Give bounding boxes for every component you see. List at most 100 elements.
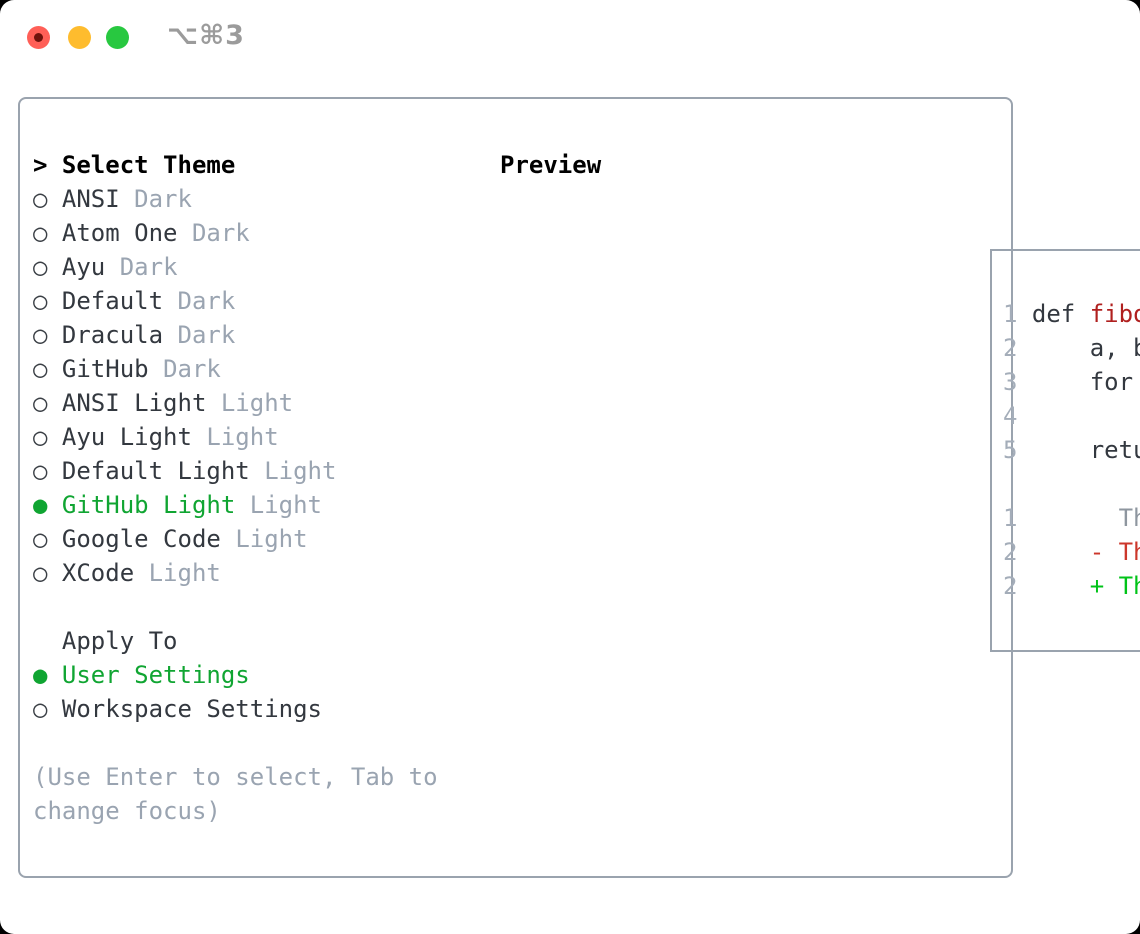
unsaved-changes-dot-icon — [34, 33, 43, 42]
theme-variant: Dark — [177, 321, 236, 349]
radio-icon: ○ — [33, 423, 48, 451]
theme-name: Default — [61, 287, 164, 315]
apply-to-heading: Apply To — [33, 624, 438, 658]
line-number: 2 — [1003, 538, 1018, 566]
code-line: 2 a, b = 0, 1 — [1003, 331, 1140, 365]
theme-option-default-light[interactable]: ○ Default Light Light — [33, 454, 438, 488]
code-token: for _ in — [1089, 368, 1134, 396]
theme-variant: Light — [249, 491, 322, 519]
theme-variant: Light — [220, 389, 294, 417]
diff-deleted-line: 2 - This line was deleted. — [1003, 535, 1140, 569]
theme-option-ayu-light[interactable]: ○ Ayu Light Light — [33, 420, 438, 454]
diff-context-line: 1 This is a context line. — [1003, 501, 1140, 535]
hint-text: (Use Enter to select, Tab to change focus… — [33, 760, 438, 828]
theme-list: ○ ANSI Dark○ Atom One Dark○ Ayu Dark○ De… — [33, 182, 438, 590]
hint-line-text: (Use Enter to select, Tab to — [33, 763, 438, 791]
theme-option-ansi-light[interactable]: ○ ANSI Light Light — [33, 386, 438, 420]
apply-option-label: Workspace Settings — [61, 695, 322, 723]
line-number: 1 — [1003, 504, 1018, 532]
theme-option-github[interactable]: ○ GitHub Dark — [33, 352, 438, 386]
apply-option-user-settings[interactable]: ● User Settings — [33, 658, 438, 692]
theme-option-ayu[interactable]: ○ Ayu Dark — [33, 250, 438, 284]
apply-to-heading-label: Apply To — [61, 627, 178, 655]
theme-name: ANSI — [61, 185, 120, 213]
theme-variant: Dark — [177, 287, 236, 315]
preview-panel: Preview 1 def fibonacci(n):2 a, b = 0, 1… — [500, 148, 1140, 652]
theme-option-google-code[interactable]: ○ Google Code Light — [33, 522, 438, 556]
theme-option-ansi[interactable]: ○ ANSI Dark — [33, 182, 438, 216]
theme-panel: > Select Theme ○ ANSI Dark○ Atom One Dar… — [33, 148, 438, 828]
radio-icon: ○ — [33, 287, 48, 315]
line-number: 2 — [1003, 334, 1018, 362]
theme-option-default[interactable]: ○ Default Dark — [33, 284, 438, 318]
hint-line: (Use Enter to select, Tab to — [33, 760, 438, 794]
theme-option-xcode[interactable]: ○ XCode Light — [33, 556, 438, 590]
radio-icon: ○ — [33, 389, 48, 417]
theme-variant: Dark — [163, 355, 221, 383]
cursor-prefix: > — [33, 151, 48, 179]
theme-name: XCode — [61, 559, 135, 587]
close-button[interactable] — [27, 26, 50, 49]
line-number: 2 — [1003, 572, 1018, 600]
theme-variant: Dark — [134, 185, 192, 213]
code-line: 4 a, b = b, a + b — [1003, 399, 1140, 433]
spacer — [33, 726, 438, 760]
line-number: 1 — [1003, 300, 1018, 328]
radio-icon: ○ — [33, 559, 48, 587]
theme-name: Ayu Light — [61, 423, 192, 451]
spacer — [33, 590, 438, 624]
zoom-button[interactable] — [106, 26, 129, 49]
theme-name: GitHub Light — [61, 491, 236, 519]
minimize-button[interactable] — [68, 26, 91, 49]
radio-icon: ○ — [33, 457, 48, 485]
theme-name: Atom One — [61, 219, 178, 247]
apply-option-workspace-settings[interactable]: ○ Workspace Settings — [33, 692, 438, 726]
theme-name: Default Light — [61, 457, 250, 485]
code-token: This is a context line. — [1118, 504, 1140, 532]
code-token: a, b = — [1089, 334, 1140, 362]
theme-option-github-light[interactable]: ● GitHub Light Light — [33, 488, 438, 522]
radio-icon: ○ — [33, 355, 48, 383]
window-title: ⌥⌘3 — [167, 20, 245, 51]
theme-name: Google Code — [61, 525, 221, 553]
theme-variant: Light — [148, 559, 221, 587]
radio-icon: ○ — [33, 321, 48, 349]
hint-line-text: change focus) — [33, 797, 221, 825]
radio-icon: ○ — [33, 525, 48, 553]
theme-variant: Dark — [119, 253, 178, 281]
theme-name: Ayu — [61, 253, 106, 281]
code-line: 5 return a — [1003, 433, 1140, 467]
code-block: 1 def fibonacci(n):2 a, b = 0, 13 for _ … — [1003, 297, 1140, 603]
radio-icon: ○ — [33, 253, 48, 281]
code-line: 1 def fibonacci(n): — [1003, 297, 1140, 331]
theme-variant: Light — [235, 525, 308, 553]
radio-icon: ○ — [33, 695, 48, 723]
code-line: 3 for _ in range(n): — [1003, 365, 1140, 399]
line-number: 5 — [1003, 436, 1018, 464]
theme-variant: Light — [264, 457, 337, 485]
code-token: a, b = b, a + b — [1032, 402, 1140, 430]
diff-added-line: 2 + This line was added. — [1003, 569, 1140, 603]
radio-icon: ○ — [33, 185, 48, 213]
line-number: 3 — [1003, 368, 1018, 396]
radio-icon: ○ — [33, 219, 48, 247]
preview-pane: 1 def fibonacci(n):2 a, b = 0, 13 for _ … — [990, 249, 1140, 652]
theme-name: GitHub — [61, 355, 149, 383]
preview-heading: Preview — [500, 151, 602, 179]
code-token: + This line was added. — [1089, 572, 1140, 600]
code-line — [1003, 467, 1140, 501]
code-token: def — [1031, 300, 1090, 328]
code-token: - This line was deleted. — [1089, 538, 1140, 566]
theme-name: ANSI Light — [61, 389, 207, 417]
select-theme-heading-label: Select Theme — [61, 151, 236, 179]
radio-icon: ● — [33, 491, 48, 519]
apply-option-label: User Settings — [61, 661, 250, 689]
code-token: fibonacci — [1089, 300, 1140, 328]
theme-name: Dracula — [61, 321, 164, 349]
theme-option-atom-one[interactable]: ○ Atom One Dark — [33, 216, 438, 250]
theme-option-dracula[interactable]: ○ Dracula Dark — [33, 318, 438, 352]
dialog-frame: > Select Theme ○ ANSI Dark○ Atom One Dar… — [18, 97, 1140, 878]
code-token: return a — [1089, 436, 1140, 464]
theme-variant: Light — [206, 423, 279, 451]
